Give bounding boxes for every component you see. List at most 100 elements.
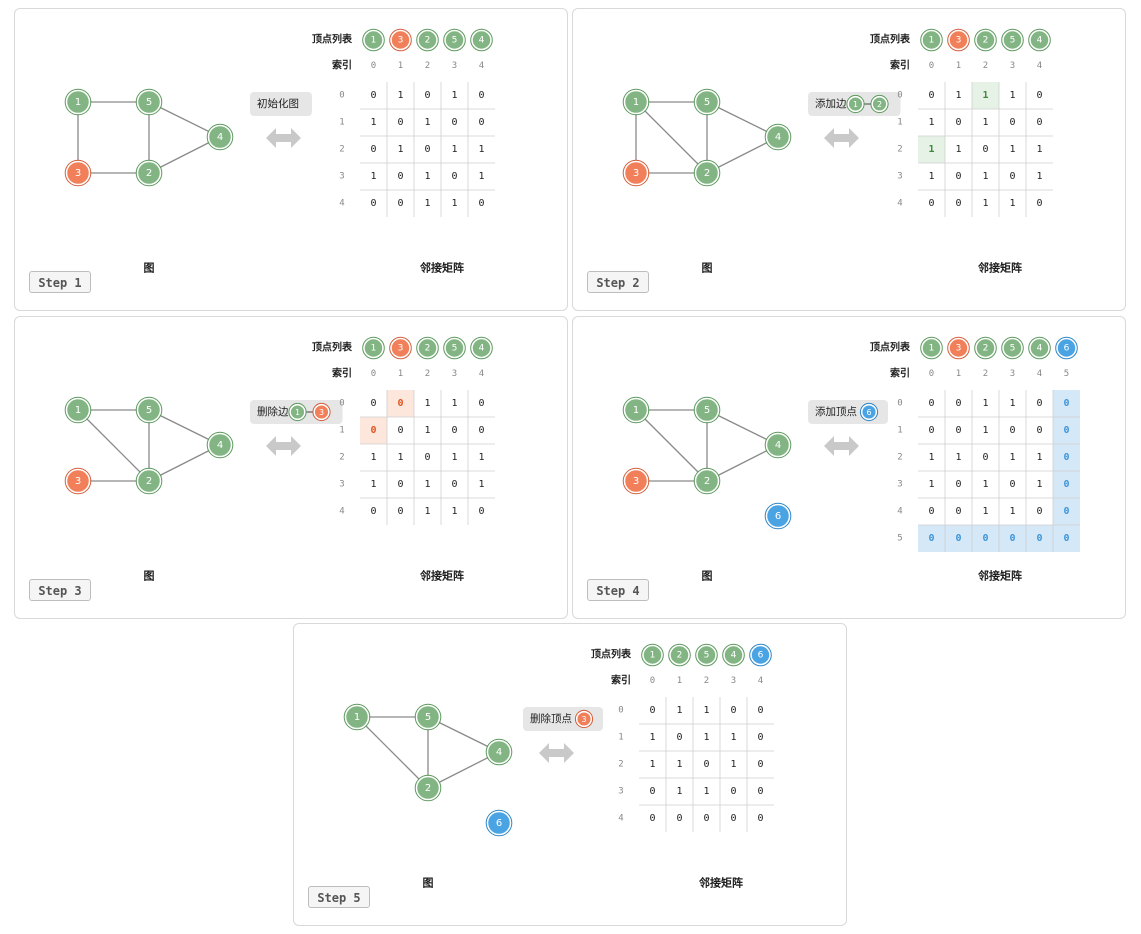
matrix-cell: 1 [1009,198,1015,209]
step-4-button[interactable]: Step 4 [587,579,649,601]
graph-node-5-label: 5 [146,97,152,108]
vertex-list-item-5: 5 [1001,28,1024,52]
matrix-cell: 0 [370,398,376,409]
graph-node-3-disc [65,160,91,186]
index-label: 索引 [611,674,631,687]
matrix-cell: 1 [397,144,403,155]
cell-highlight [1053,390,1080,417]
matrix-cell: 1 [370,171,376,182]
matrix-cell: 1 [982,506,988,517]
vertex-list-item-5-disc [444,29,465,51]
operation-label: 添加边 [815,97,847,110]
graph-node-1-label: 1 [354,712,360,723]
graph-node-5: 5 [693,396,721,424]
matrix-row-index-3: 3 [339,172,344,182]
graph-node-3-ring [64,159,92,187]
vertex-list-item-3-ring [947,336,970,360]
vertex-list-item-1-label: 1 [929,36,935,46]
matrix-cell: 1 [424,171,430,182]
step-1-button[interactable]: Step 1 [29,271,91,293]
matrix-cell: 0 [955,506,961,517]
graph-node-4-label: 4 [775,440,781,451]
edge-1-2 [356,716,429,789]
graph-node-5-disc [415,704,441,730]
matrix-cell: 0 [397,398,403,409]
index-col-0: 0 [371,61,376,71]
graph-node-2-disc [694,160,720,186]
vertex-list-item-5-label: 5 [452,36,458,46]
matrix-cell: 0 [397,117,403,128]
matrix-row-index-2: 2 [897,453,902,463]
graph-node-1-disc [623,89,649,115]
matrix-cell: 0 [451,479,457,490]
index-col-0: 0 [371,369,376,379]
vertex-list-item-1-disc [921,337,942,359]
step-3-button[interactable]: Step 3 [29,579,91,601]
matrix-cell: 1 [424,425,430,436]
graph-node-3-label: 3 [75,476,81,487]
matrix-cell: 1 [928,144,934,155]
index-col-3: 3 [452,369,457,379]
step-2-button[interactable]: Step 2 [587,271,649,293]
graph-node-3-ring [622,159,650,187]
vertex-list-label: 顶点列表 [591,648,632,661]
graph-node-5: 5 [414,703,442,731]
vertex-list-item-2-ring [974,336,997,360]
vertex-list-item-2-ring [416,28,439,52]
matrix-cell: 0 [478,425,484,436]
graph-node-1: 1 [622,88,650,116]
graph-node-1-disc [65,89,91,115]
operation-node-6-ring [859,402,879,422]
matrix-cell: 0 [1009,479,1015,490]
matrix-row-index-4: 4 [897,199,902,209]
matrix-cell: 0 [982,533,988,544]
vertex-list-item-2-disc [417,29,438,51]
vertex-list-item-1-disc [921,29,942,51]
index-label: 索引 [332,367,352,380]
vertex-list-item-5-ring [443,28,466,52]
vertex-list-item-1-ring [920,28,943,52]
matrix-cell: 1 [703,705,709,716]
vertex-list-item-6-disc [750,644,771,666]
index-col-4: 4 [758,676,763,686]
matrix-cell: 1 [424,506,430,517]
operation-node-1-label: 1 [295,408,300,417]
edge-1-2 [635,409,708,482]
cell-highlight [999,525,1026,552]
graph-node-4-ring [206,431,234,459]
matrix-cell: 0 [397,425,403,436]
matrix-cell: 1 [478,479,484,490]
vertex-list-item-4-label: 4 [1037,344,1043,354]
cell-highlight [1053,525,1080,552]
matrix-cell: 0 [955,117,961,128]
graph-node-3: 3 [622,159,650,187]
cell-highlight [1053,498,1080,525]
graph-node-6-ring [485,809,513,837]
graph-node-2-disc [136,160,162,186]
vertex-list-item-5: 5 [1001,336,1024,360]
matrix-cell: 0 [928,506,934,517]
matrix-caption: 邻接矩阵 [977,261,1022,275]
matrix-cell: 0 [397,198,403,209]
matrix-cell: 1 [1009,398,1015,409]
matrix-cell: 1 [982,90,988,101]
matrix-cell: 1 [730,759,736,770]
graph-node-3-ring [622,467,650,495]
vertex-list-item-4-label: 4 [1037,36,1043,46]
graph-node-3: 3 [622,467,650,495]
vertex-list-item-5-label: 5 [1010,36,1016,46]
operation-label: 删除顶点 [530,712,572,725]
graph-node-1-disc [623,397,649,423]
matrix-cell: 1 [424,479,430,490]
vertex-list-item-3-ring [947,28,970,52]
graph-node-6-label: 6 [775,511,781,522]
vertex-list-item-6-label: 6 [1064,344,1070,354]
step-5-button[interactable]: Step 5 [308,886,370,908]
vertex-list-item-5: 5 [695,643,718,667]
vertex-list-item-3-ring [389,336,412,360]
matrix-cell: 0 [928,533,934,544]
double-arrow-icon [539,743,574,763]
